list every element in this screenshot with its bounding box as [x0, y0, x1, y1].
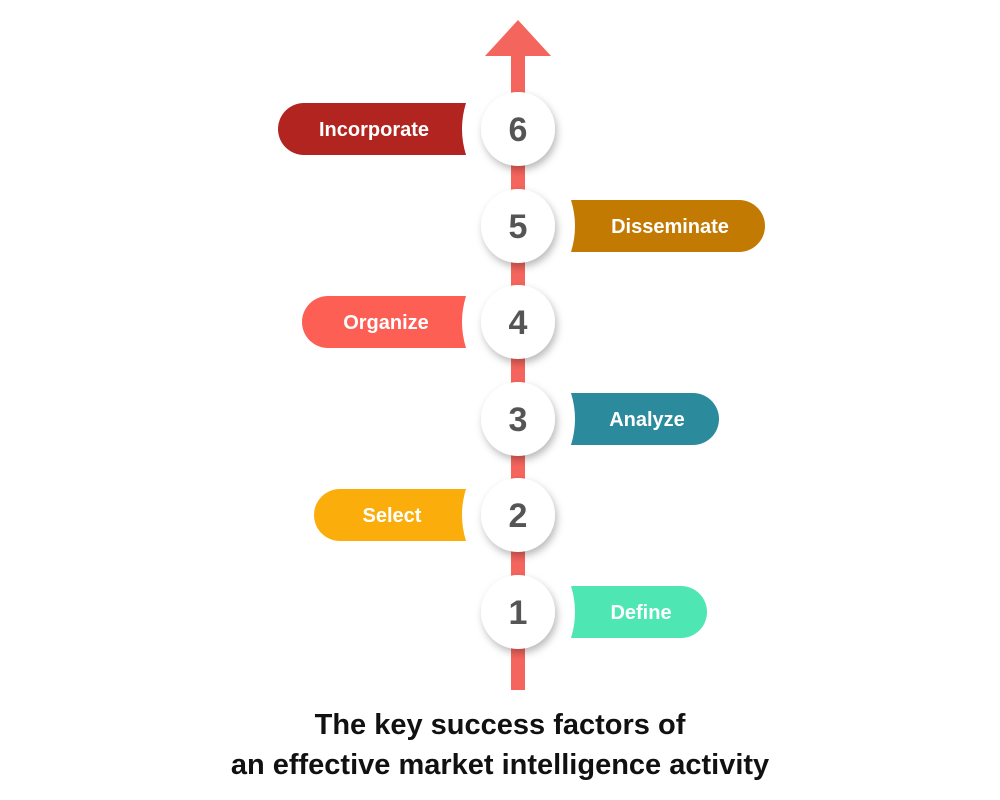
step-number-circle — [481, 285, 555, 359]
step-number-circle — [481, 382, 555, 456]
step-label-pill — [314, 489, 466, 541]
step-number: 2 — [509, 497, 528, 535]
step-label-pill — [302, 296, 466, 348]
step-label-pill — [278, 103, 466, 155]
step-label: Define — [610, 602, 671, 624]
step-label: Organize — [343, 312, 429, 334]
step-5: Disseminate 5 — [481, 189, 765, 263]
step-number-circle — [481, 92, 555, 166]
step-number: 4 — [509, 304, 528, 342]
diagram-caption: The key success factors of an effective … — [0, 705, 1000, 785]
step-number: 1 — [509, 594, 528, 632]
step-label: Analyze — [609, 409, 685, 431]
step-number: 5 — [509, 208, 528, 246]
step-label-pill — [571, 393, 719, 445]
step-6: Incorporate 6 — [278, 92, 555, 166]
step-label-pill — [571, 586, 707, 638]
caption-line-1: The key success factors of — [314, 709, 686, 741]
step-label: Disseminate — [611, 216, 729, 238]
step-label: Select — [363, 505, 422, 527]
step-number: 3 — [509, 401, 528, 439]
step-3: Analyze 3 — [481, 382, 719, 456]
caption-line-2: an effective market intelligence activit… — [230, 749, 770, 781]
step-number-circle — [481, 478, 555, 552]
steps-group: Define 1 Select 2 Analyze 3 Organize 4 Dissemina… — [278, 92, 765, 649]
step-number-circle — [481, 575, 555, 649]
step-label-pill — [571, 200, 765, 252]
step-1: Define 1 — [481, 575, 707, 649]
step-label: Incorporate — [319, 119, 429, 141]
step-2: Select 2 — [314, 478, 555, 552]
step-4: Organize 4 — [302, 285, 555, 359]
step-number-circle — [481, 189, 555, 263]
arrow-head-icon — [485, 20, 551, 56]
step-number: 6 — [509, 111, 528, 149]
